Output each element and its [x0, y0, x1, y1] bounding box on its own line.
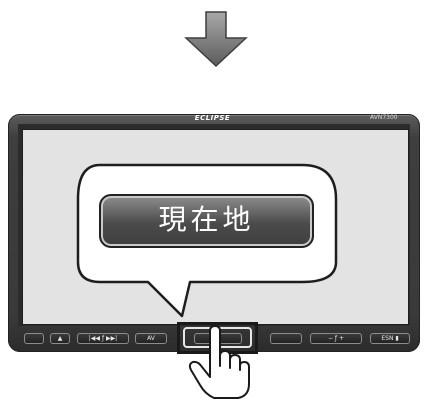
eject-button[interactable]: ▲ — [50, 333, 70, 344]
brand-logo: ECLIPSE — [194, 114, 231, 122]
track-button[interactable]: |◀◀ ƒ ▶▶| — [77, 333, 129, 344]
down-arrow-icon — [184, 11, 248, 68]
volume-button[interactable]: − ƒ + — [310, 333, 362, 344]
current-location-button[interactable]: 現在地 — [99, 194, 314, 248]
track-label: |◀◀ ƒ ▶▶| — [88, 335, 118, 342]
av-label: AV — [147, 335, 155, 342]
eject-icon: ▲ — [57, 335, 63, 342]
model-label: AVN7300 — [370, 114, 398, 121]
extra-label: ESN ▮ — [381, 335, 399, 342]
volume-label: − ƒ + — [328, 335, 344, 342]
hw-button-mid[interactable] — [270, 333, 302, 344]
av-button[interactable]: AV — [135, 333, 167, 344]
extra-button[interactable]: ESN ▮ — [370, 333, 410, 344]
highlight-inner — [183, 327, 252, 348]
hw-button-left[interactable] — [24, 333, 44, 344]
